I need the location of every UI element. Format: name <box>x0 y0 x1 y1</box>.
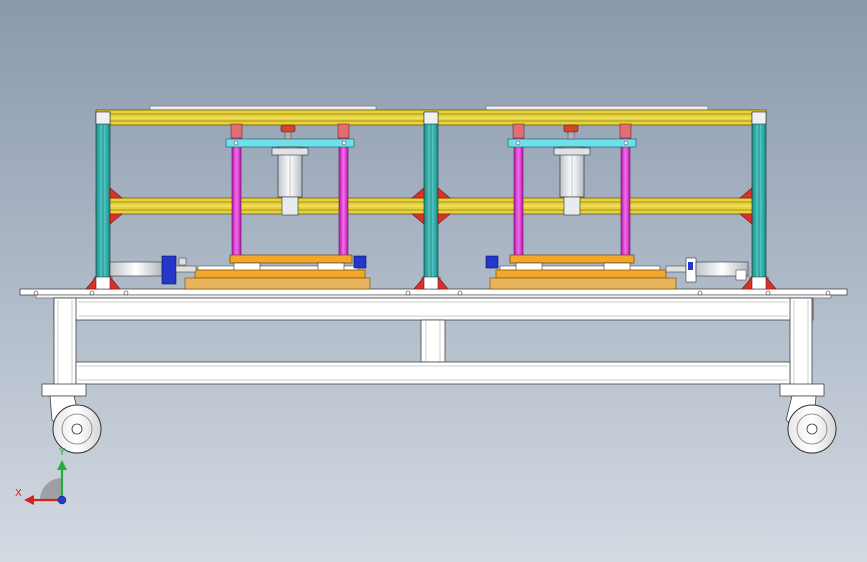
upper-apron-beam <box>53 297 814 321</box>
adjust-knob <box>563 124 579 140</box>
press-station-right <box>485 123 749 290</box>
profile-frame <box>93 105 769 290</box>
table-leg-right <box>789 297 813 391</box>
y-axis-label: Y <box>58 447 66 458</box>
table-base <box>19 288 848 397</box>
z-axis-dot <box>57 495 67 505</box>
slide-base <box>229 254 353 264</box>
side-cylinder <box>109 261 163 277</box>
caster-right <box>785 395 837 454</box>
corner-gussets <box>85 187 777 290</box>
upright-left <box>95 111 111 289</box>
center-support-post <box>420 319 446 363</box>
cylinder-top-plate <box>225 138 355 148</box>
table-top-plate <box>19 288 848 296</box>
table-leg-left <box>53 297 77 391</box>
x-axis-label: X <box>15 488 22 499</box>
adjust-knob <box>280 124 296 140</box>
lower-stretcher-beam <box>75 361 791 385</box>
cylinder-top-plate <box>507 138 637 148</box>
caster-left <box>49 395 102 454</box>
axis-plane-wedge <box>40 478 62 500</box>
side-cylinder <box>695 261 749 277</box>
press-station-left <box>109 123 371 290</box>
upright-center <box>423 111 439 289</box>
axis-triad: X Y <box>15 447 67 505</box>
upright-right <box>751 111 767 289</box>
slide-base <box>509 254 635 264</box>
